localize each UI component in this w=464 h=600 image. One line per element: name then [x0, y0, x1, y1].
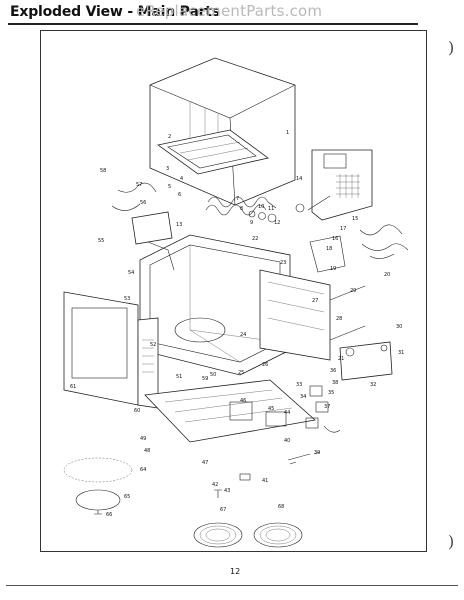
- callout-46: 46: [240, 398, 246, 404]
- callout-18: 18: [326, 246, 332, 252]
- callout-56: 56: [140, 200, 146, 206]
- wire-racks: [193, 522, 303, 548]
- callout-10: 10: [258, 204, 264, 210]
- callout-6: 6: [178, 192, 181, 198]
- side-panel: [259, 269, 366, 361]
- callout-54: 54: [128, 270, 134, 276]
- callout-42: 42: [212, 482, 218, 488]
- callout-5: 5: [168, 184, 171, 190]
- callout-58: 58: [100, 168, 106, 174]
- callout-labels: 1 2 3 4 5 6 7 8 9 10 11 12 13 14 15 16 1…: [70, 130, 404, 518]
- callout-3: 3: [166, 166, 169, 172]
- callout-13: 13: [176, 222, 182, 228]
- callout-68: 68: [278, 504, 284, 510]
- title-rule: [8, 23, 418, 25]
- callout-1: 1: [286, 130, 289, 136]
- callout-53: 53: [124, 296, 130, 302]
- callout-28: 28: [336, 316, 342, 322]
- callout-37: 37: [324, 404, 330, 410]
- callout-65: 65: [124, 494, 130, 500]
- control-panel: [311, 149, 373, 221]
- callout-50: 50: [210, 372, 216, 378]
- callout-43: 43: [224, 488, 230, 494]
- callout-51: 51: [176, 374, 182, 380]
- callout-66: 66: [106, 512, 112, 518]
- callout-57: 57: [136, 182, 142, 188]
- exploded-view-diagram: 1 2 3 4 5 6 7 8 9 10 11 12 13 14 15 16 1…: [63, 57, 409, 548]
- callout-59: 59: [202, 376, 208, 382]
- callout-67: 67: [220, 507, 226, 513]
- page-title: Exploded View - Main Parts: [10, 4, 220, 20]
- diagram-frame: [40, 30, 427, 552]
- door-assembly: [63, 291, 159, 409]
- callout-34: 34: [300, 394, 306, 400]
- callout-60: 60: [134, 408, 140, 414]
- callout-8: 8: [240, 206, 243, 212]
- callout-16: 16: [332, 236, 338, 242]
- callout-44: 44: [284, 410, 290, 416]
- callout-17: 17: [340, 226, 346, 232]
- callout-48: 48: [144, 448, 150, 454]
- callout-21: 21: [338, 356, 344, 362]
- callout-25: 25: [238, 370, 244, 376]
- callout-11: 11: [268, 206, 274, 212]
- callout-31: 31: [398, 350, 404, 356]
- callout-7: 7: [236, 196, 239, 202]
- heater-tray: [157, 129, 269, 175]
- bottom-rule: [6, 585, 458, 586]
- callout-32: 32: [370, 382, 376, 388]
- margin-bracket-bottom: ): [448, 532, 455, 551]
- callout-52: 52: [150, 342, 156, 348]
- callout-45: 45: [268, 406, 274, 412]
- callout-61: 61: [70, 384, 76, 390]
- margin-bracket-top: ): [448, 38, 455, 57]
- callout-40: 40: [284, 438, 290, 444]
- callout-20: 20: [384, 272, 390, 278]
- callout-23: 23: [280, 260, 286, 266]
- callout-15: 15: [352, 216, 358, 222]
- callout-55: 55: [98, 238, 104, 244]
- callout-24: 24: [240, 332, 246, 338]
- base-plate: [144, 379, 316, 443]
- callout-49: 49: [140, 436, 146, 442]
- callout-26: 26: [262, 362, 268, 368]
- callout-22: 22: [252, 236, 258, 242]
- callout-35: 35: [328, 390, 334, 396]
- callout-4: 4: [180, 176, 183, 182]
- callout-36: 36: [330, 368, 336, 374]
- fuse-and-fasteners: [214, 451, 321, 498]
- callout-19: 19: [330, 266, 336, 272]
- turntable-assembly: [63, 457, 133, 515]
- callout-47: 47: [202, 460, 208, 466]
- callout-41: 41: [262, 478, 268, 484]
- callout-30: 30: [396, 324, 402, 330]
- page-number: 12: [230, 567, 241, 576]
- callout-38: 38: [332, 380, 338, 386]
- small-parts-cluster: [248, 195, 331, 223]
- wire-harness: [309, 224, 409, 273]
- callout-12: 12: [274, 220, 280, 226]
- cable-assembly: [111, 182, 175, 271]
- callout-14: 14: [296, 176, 302, 182]
- heater-coil: [205, 196, 277, 216]
- callout-33: 33: [296, 382, 302, 388]
- callout-2: 2: [168, 134, 171, 140]
- callout-39: 39: [314, 450, 320, 456]
- transformer: [339, 341, 393, 381]
- callout-27: 27: [312, 298, 318, 304]
- callout-29: 29: [350, 288, 356, 294]
- switch-cluster: [305, 385, 341, 433]
- callout-64: 64: [140, 467, 146, 473]
- watermark: eReplacementParts.com: [136, 2, 323, 20]
- callout-9: 9: [250, 220, 253, 226]
